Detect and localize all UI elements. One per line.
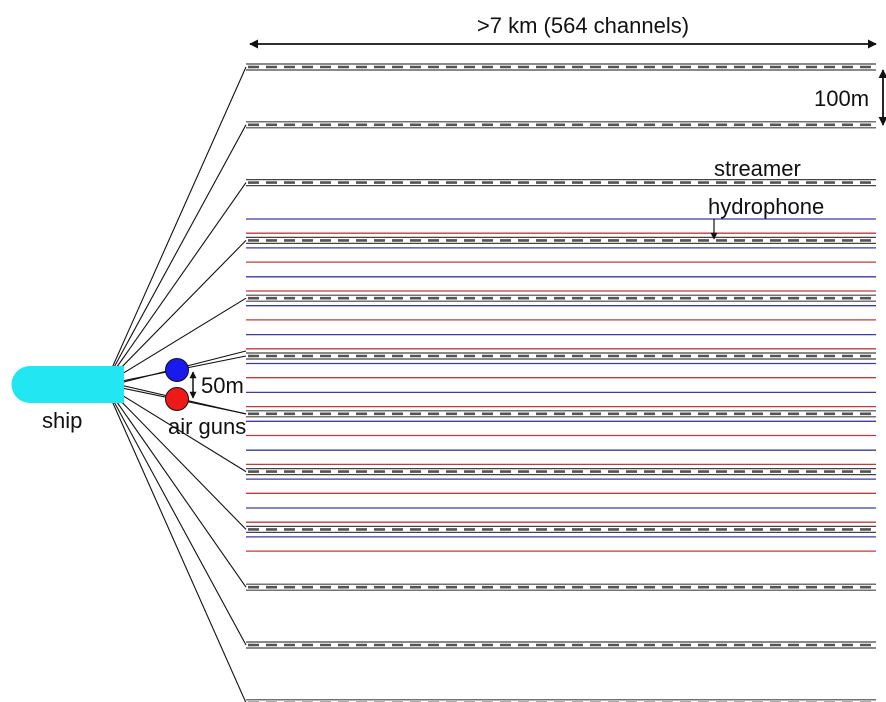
streamer-spacing-label: 100m	[814, 86, 869, 111]
gun-spacing-label: 50m	[201, 373, 244, 398]
tow-cable	[111, 182, 247, 375]
tow-cable	[111, 400, 247, 702]
streamer	[246, 63, 876, 71]
tow-cable	[111, 394, 247, 588]
streamer	[246, 699, 876, 702]
tow-cable	[111, 240, 247, 378]
hydrophone-label: hydrophone	[708, 194, 824, 219]
ship-label: ship	[42, 408, 82, 433]
streamer	[246, 294, 876, 302]
streamer	[246, 179, 876, 187]
streamer	[246, 352, 876, 360]
cmp-lines	[246, 218, 876, 552]
streamer	[246, 410, 876, 418]
streamer	[246, 121, 876, 129]
tow-cable	[111, 66, 247, 369]
length-label: >7 km (564 channels)	[477, 13, 689, 38]
streamer	[246, 236, 876, 244]
tow-cable	[111, 397, 247, 646]
air-gun-bottom-icon	[165, 387, 189, 411]
streamer-label: streamer	[714, 156, 801, 181]
air-gun-top-icon	[165, 358, 189, 382]
tow-cable	[111, 388, 247, 473]
tow-cable	[111, 297, 247, 381]
ship-icon	[11, 366, 124, 403]
streamer	[246, 641, 876, 649]
tow-cable	[111, 391, 247, 530]
streamer	[246, 468, 876, 476]
streamer	[246, 583, 876, 591]
tow-cable	[111, 124, 247, 372]
air-guns-label: air guns	[168, 414, 246, 439]
streamer	[246, 525, 876, 534]
streamers	[246, 63, 876, 702]
